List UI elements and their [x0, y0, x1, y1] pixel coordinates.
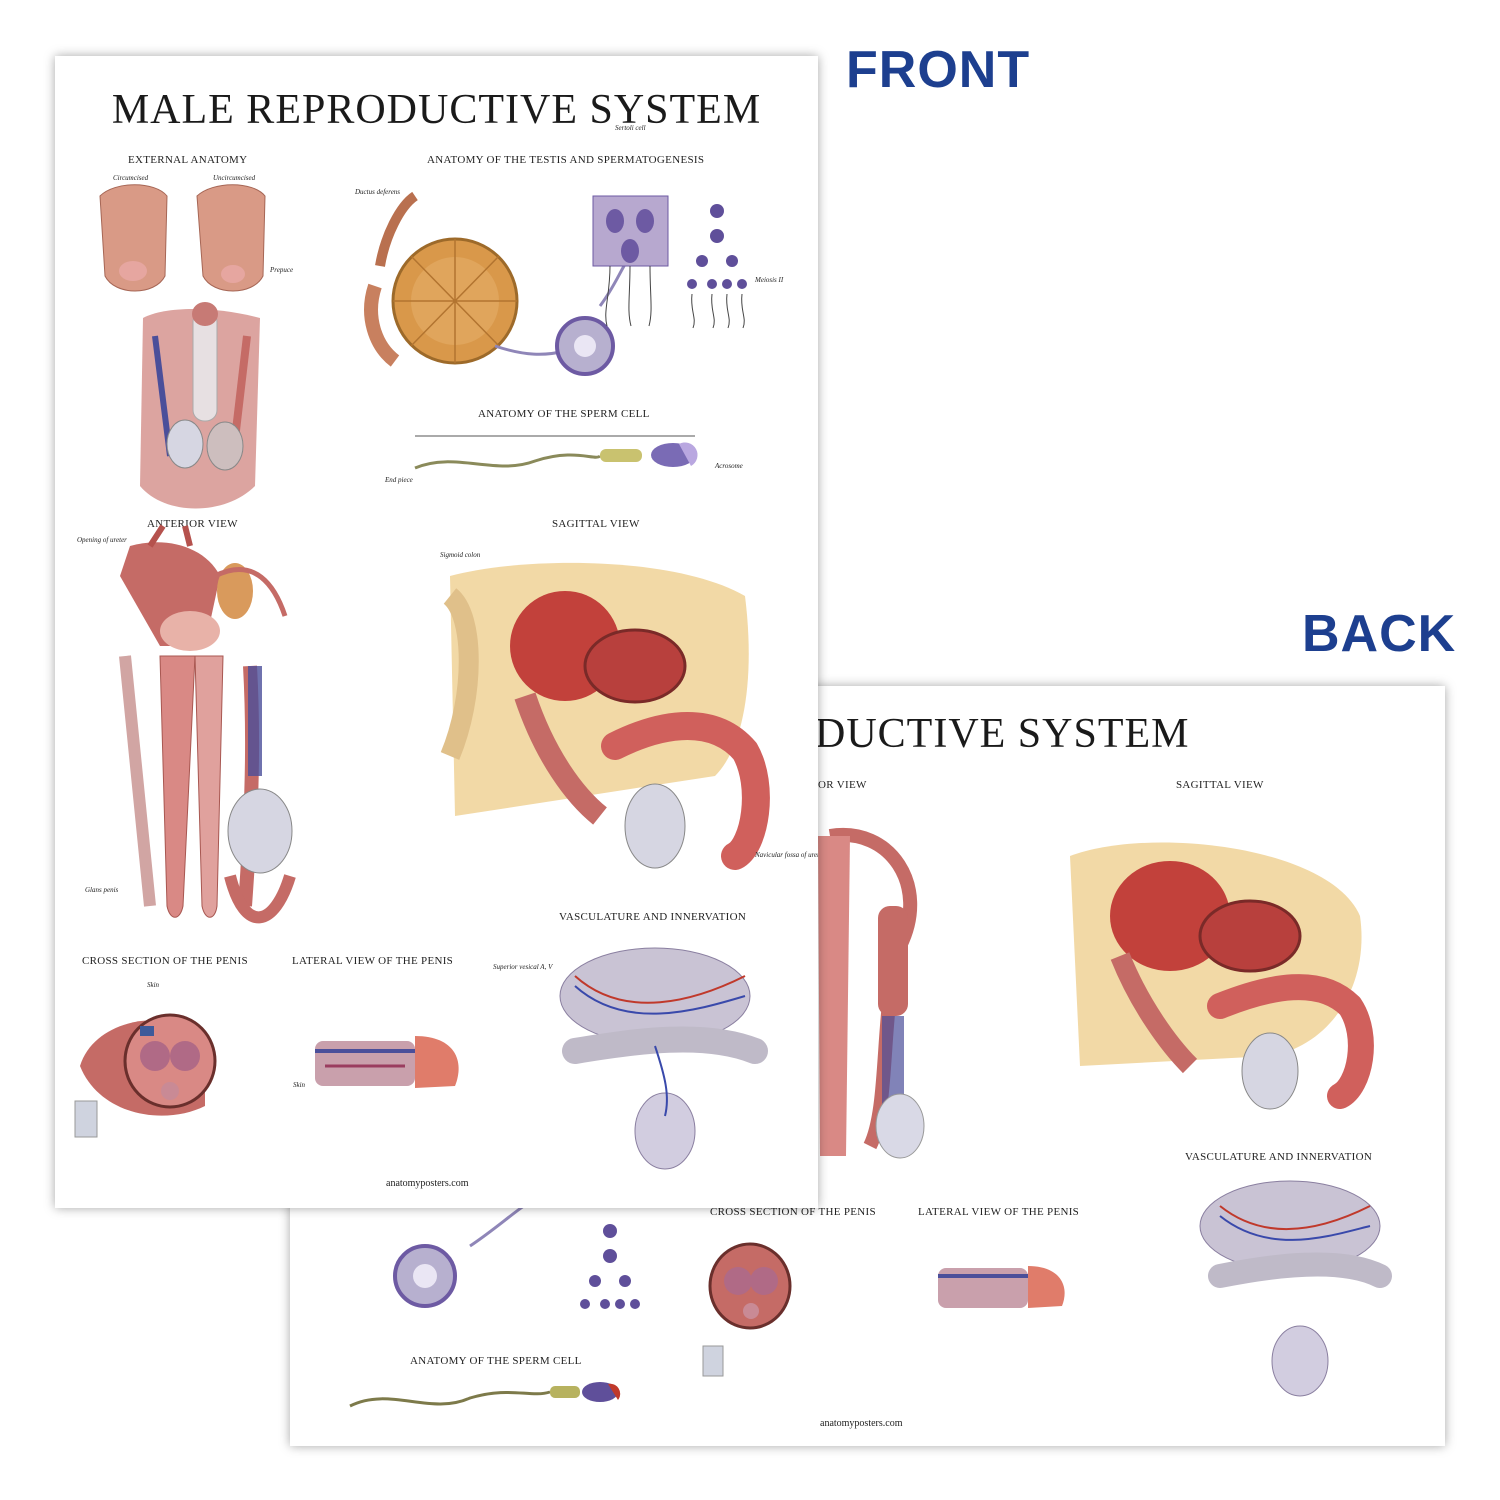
back-illustrations — [349, 827, 1392, 1408]
section-cross-section: CROSS SECTION OF THE PENIS — [82, 955, 248, 967]
section-vasculature: VASCULATURE AND INNERVATION — [559, 911, 747, 923]
label-navicular-fossa: Navicular fossa of urethra — [755, 851, 818, 859]
front-site-credit: anatomyposters.com — [386, 1178, 469, 1189]
label-opening-of-ureter: Opening of ureter — [77, 536, 127, 544]
penis-cross-section-illustration — [74, 1013, 217, 1138]
back-site-credit: anatomyposters.com — [820, 1418, 903, 1429]
front-illustrations — [74, 184, 770, 1170]
anterior-view-illustration — [119, 524, 296, 924]
label-superior-vesical: Superior vesical A, V — [493, 963, 553, 971]
back-section-cross-section: CROSS SECTION OF THE PENIS — [710, 1206, 876, 1218]
label-glans-penis: Glans penis — [85, 886, 119, 894]
section-testis-spermatogenesis: ANATOMY OF THE TESTIS AND SPERMATOGENESI… — [427, 154, 705, 166]
sagittal-view-illustration — [440, 562, 770, 870]
front-label: FRONT — [846, 41, 1031, 99]
vasculature-illustration — [559, 947, 768, 1170]
label-sigmoid-colon: Sigmoid colon — [440, 551, 481, 559]
label-circumcised: Circumcised — [113, 174, 149, 182]
external-anatomy-illustration — [99, 184, 266, 509]
penis-lateral-view-illustration — [315, 1036, 459, 1088]
label-lateral-skin: Skin — [293, 1081, 306, 1089]
label-skin: Skin — [147, 981, 160, 989]
sperm-cell-illustration — [414, 435, 698, 470]
back-cross-section-illustration — [702, 1242, 792, 1377]
back-section-sperm-cell: ANATOMY OF THE SPERM CELL — [410, 1355, 582, 1367]
back-anterior-illustration — [818, 827, 925, 1159]
back-label: BACK — [1302, 605, 1457, 663]
section-external-anatomy: EXTERNAL ANATOMY — [128, 154, 248, 166]
front-poster: MALE REPRODUCTIVE SYSTEM EXTERNAL ANATOM… — [55, 56, 818, 1208]
label-ductus-deferens: Ductus deferens — [355, 188, 401, 196]
back-section-vasculature: VASCULATURE AND INNERVATION — [1185, 1151, 1373, 1163]
label-end-piece: End piece — [385, 476, 413, 484]
label-prepuce: Prepuce — [270, 266, 294, 274]
section-sperm-cell: ANATOMY OF THE SPERM CELL — [478, 408, 650, 420]
section-anterior-view: ANTERIOR VIEW — [147, 518, 238, 530]
testis-illustration — [364, 191, 632, 376]
back-vasculature-illustration — [1199, 1180, 1392, 1397]
section-sagittal-view: SAGITTAL VIEW — [552, 518, 640, 530]
label-acrosome: Acrosome — [715, 462, 743, 470]
back-lateral-illustration — [938, 1266, 1065, 1308]
spermatogenesis-illustration — [592, 195, 747, 329]
back-section-anterior-view: OR VIEW — [818, 779, 867, 791]
back-sagittal-illustration — [1070, 842, 1374, 1110]
section-lateral-view: LATERAL VIEW OF THE PENIS — [292, 955, 454, 967]
back-section-sagittal-view: SAGITTAL VIEW — [1176, 779, 1264, 791]
back-poster-title: DUCTIVE SYSTEM — [815, 711, 1190, 757]
label-sertoli-cell: Sertoli cell — [615, 124, 646, 132]
back-section-lateral-view: LATERAL VIEW OF THE PENIS — [918, 1206, 1080, 1218]
label-uncircumcised: Uncircumcised — [213, 174, 256, 182]
label-meiosis-ii: Meiosis II — [755, 276, 784, 284]
front-poster-title: MALE REPRODUCTIVE SYSTEM — [111, 87, 762, 133]
back-testis-illustration — [349, 1194, 640, 1408]
